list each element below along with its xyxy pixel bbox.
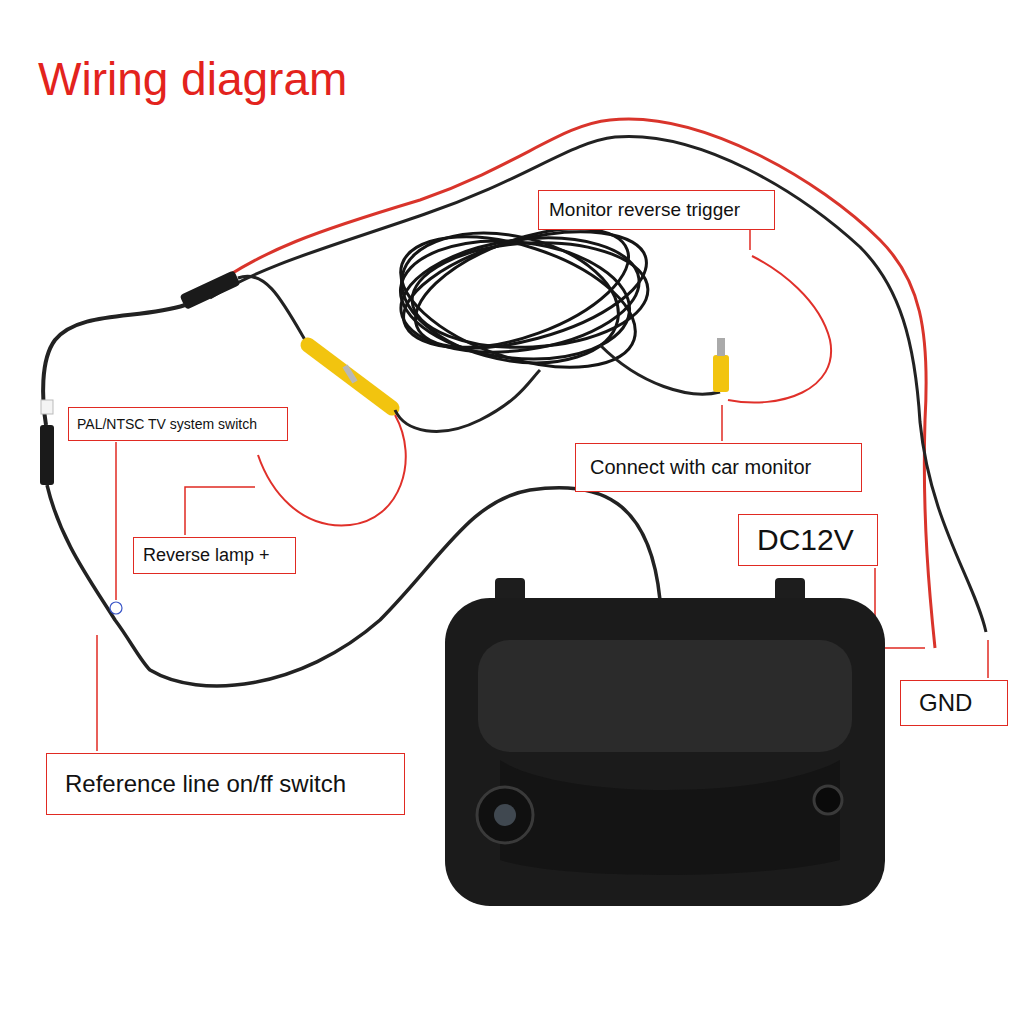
trigger-wire [728, 256, 831, 403]
video-cable [238, 276, 305, 340]
callout-text: DC12V [757, 523, 859, 557]
callout-box: DC12V [738, 514, 878, 566]
cable-connector [40, 425, 54, 485]
callout-box: PAL/NTSC TV system switch [68, 407, 288, 441]
tailgate-handle [445, 578, 885, 906]
white-band [41, 400, 53, 414]
callout-text: Reverse lamp + [143, 545, 286, 566]
splitter [179, 270, 240, 310]
callout-text: Monitor reverse trigger [549, 199, 764, 221]
callout-text: Connect with car monitor [590, 456, 847, 479]
extension-cable [395, 370, 540, 431]
callout-text: PAL/NTSC TV system switch [77, 416, 279, 432]
callout-box: Connect with car monitor [575, 443, 862, 492]
ground-wire [210, 136, 986, 632]
power-wire [205, 119, 935, 648]
callout-text: GND [919, 689, 989, 717]
rca-connector [308, 345, 392, 408]
rca-plug [713, 355, 729, 392]
callout-box: Monitor reverse trigger [538, 190, 775, 230]
rca-tip [717, 338, 725, 356]
switch-loop [110, 602, 122, 614]
callout-text: Reference line on/ff switch [65, 770, 386, 798]
callout-box: Reverse lamp + [133, 537, 296, 574]
callout-box: GND [900, 680, 1008, 726]
rca-ring [345, 366, 355, 382]
callout-box: Reference line on/ff switch [46, 753, 405, 815]
title: Wiring diagram [38, 52, 347, 106]
cable-coil [385, 205, 659, 393]
extension-cable [600, 345, 720, 394]
